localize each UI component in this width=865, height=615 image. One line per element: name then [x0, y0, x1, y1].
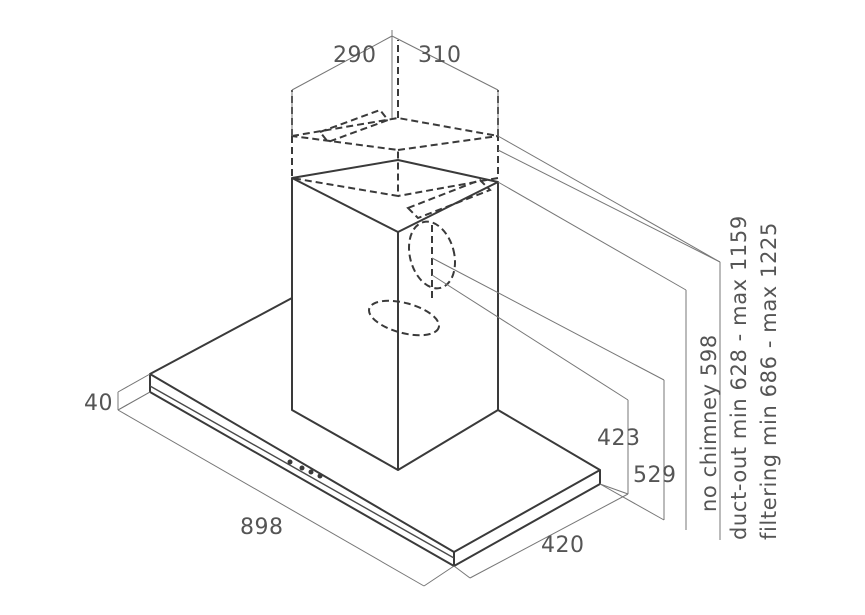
dim-290-label: 290: [333, 43, 377, 68]
chimney-extension-dashed: [291, 40, 499, 220]
control-button-icon: [287, 459, 293, 465]
dim-no-chimney-label: no chimney 598: [697, 334, 721, 512]
dim-420-label: 420: [541, 533, 585, 558]
control-button-icon: [299, 465, 305, 471]
dim-filtering-label: filtering min 686 - max 1225: [757, 222, 781, 540]
control-button-icon: [317, 473, 323, 479]
chimney-body: [291, 159, 499, 471]
dimension-lines: [117, 30, 721, 587]
dim-898-label: 898: [240, 515, 284, 540]
dim-529-label: 529: [633, 463, 677, 488]
control-button-icon: [308, 469, 314, 475]
dim-duct-out-label: duct-out min 628 - max 1159: [727, 215, 751, 540]
dim-310-label: 310: [418, 43, 462, 68]
dim-40-label: 40: [84, 391, 113, 416]
dim-423-label: 423: [597, 426, 641, 451]
canopy: [149, 297, 601, 567]
